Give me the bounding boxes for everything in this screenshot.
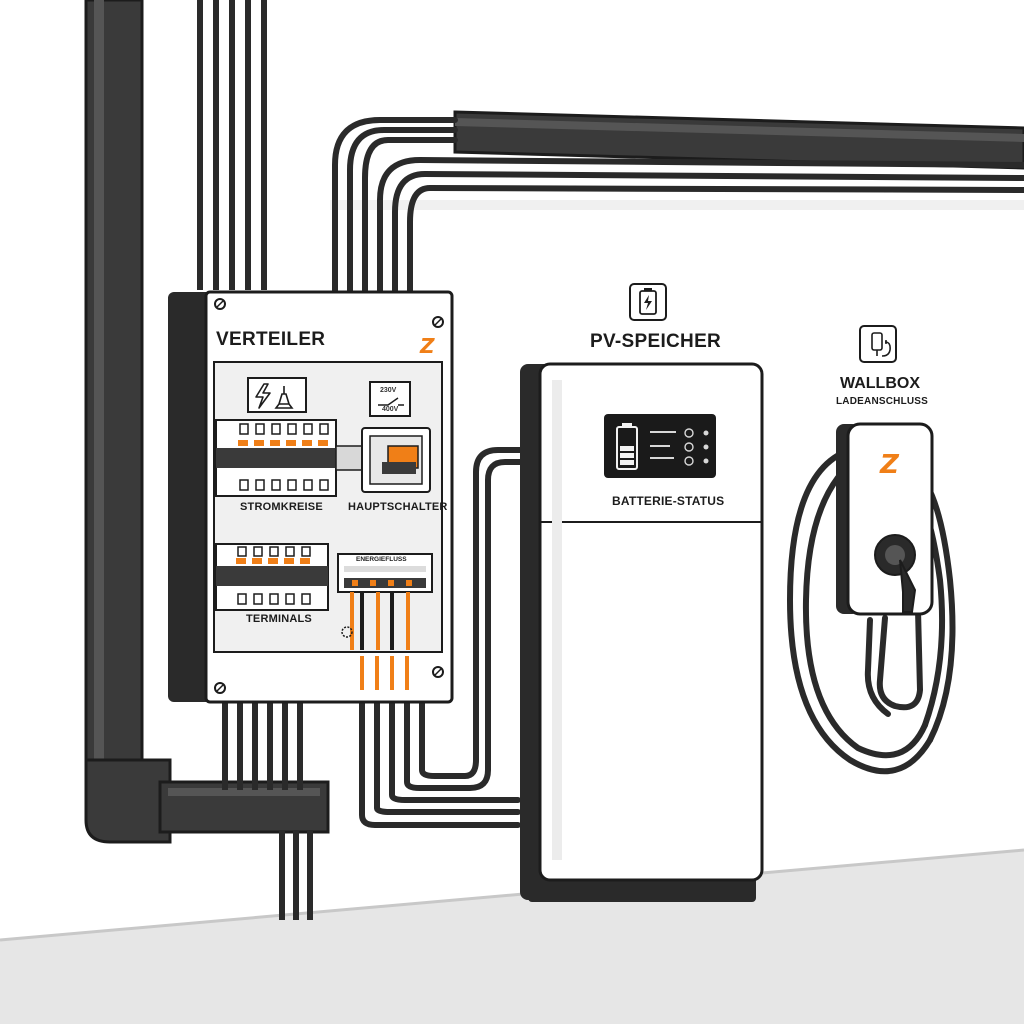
circuit-breakers bbox=[215, 419, 363, 497]
terminal-blocks bbox=[215, 543, 329, 611]
battery-level-icon bbox=[616, 423, 638, 470]
circuits-label: STROMKREISE bbox=[240, 501, 323, 513]
energy-meter bbox=[337, 553, 433, 650]
wallbox-logo: Z bbox=[880, 450, 899, 480]
main-switch bbox=[361, 427, 431, 493]
board-feed-cables bbox=[332, 117, 1024, 298]
pv-storage-title: PV-SPEICHER bbox=[590, 331, 722, 352]
charging-plug bbox=[899, 559, 917, 613]
charging-plug-icon bbox=[859, 325, 897, 363]
wallbox-title: WALLBOX bbox=[840, 375, 920, 392]
board-bottom-cables bbox=[222, 700, 313, 920]
main-switch-rating-bottom: 400V bbox=[382, 406, 399, 413]
wallbox-subtitle: LADEANSCHLUSS bbox=[836, 396, 929, 407]
lightning-icon bbox=[255, 383, 271, 409]
floor bbox=[0, 850, 1024, 1024]
wallbox-unit bbox=[836, 422, 934, 616]
main-switch-rating-top: 230V bbox=[380, 387, 397, 394]
energy-meter-label: ENERGIEFLUSS bbox=[356, 556, 407, 563]
distribution-board-logo: Z bbox=[420, 334, 435, 358]
battery-icon bbox=[629, 283, 667, 321]
terminals-label: TERMINALS bbox=[246, 613, 312, 625]
floor-edge bbox=[0, 848, 1024, 942]
settings-icon bbox=[341, 626, 353, 638]
wall-shadow bbox=[330, 200, 1024, 210]
board-to-storage-cables bbox=[359, 447, 538, 828]
lamp-icon bbox=[274, 386, 294, 409]
distribution-board-title: VERTEILER bbox=[216, 329, 326, 350]
top-cables bbox=[197, 0, 267, 290]
left-conduit bbox=[84, 0, 330, 844]
main-switch-label: HAUPTSCHALTER bbox=[348, 501, 448, 513]
battery-status-label: BATTERIE-STATUS bbox=[612, 494, 725, 508]
switch-icon bbox=[369, 381, 411, 417]
distribution-board bbox=[168, 290, 454, 704]
pv-storage-unit bbox=[520, 362, 764, 902]
